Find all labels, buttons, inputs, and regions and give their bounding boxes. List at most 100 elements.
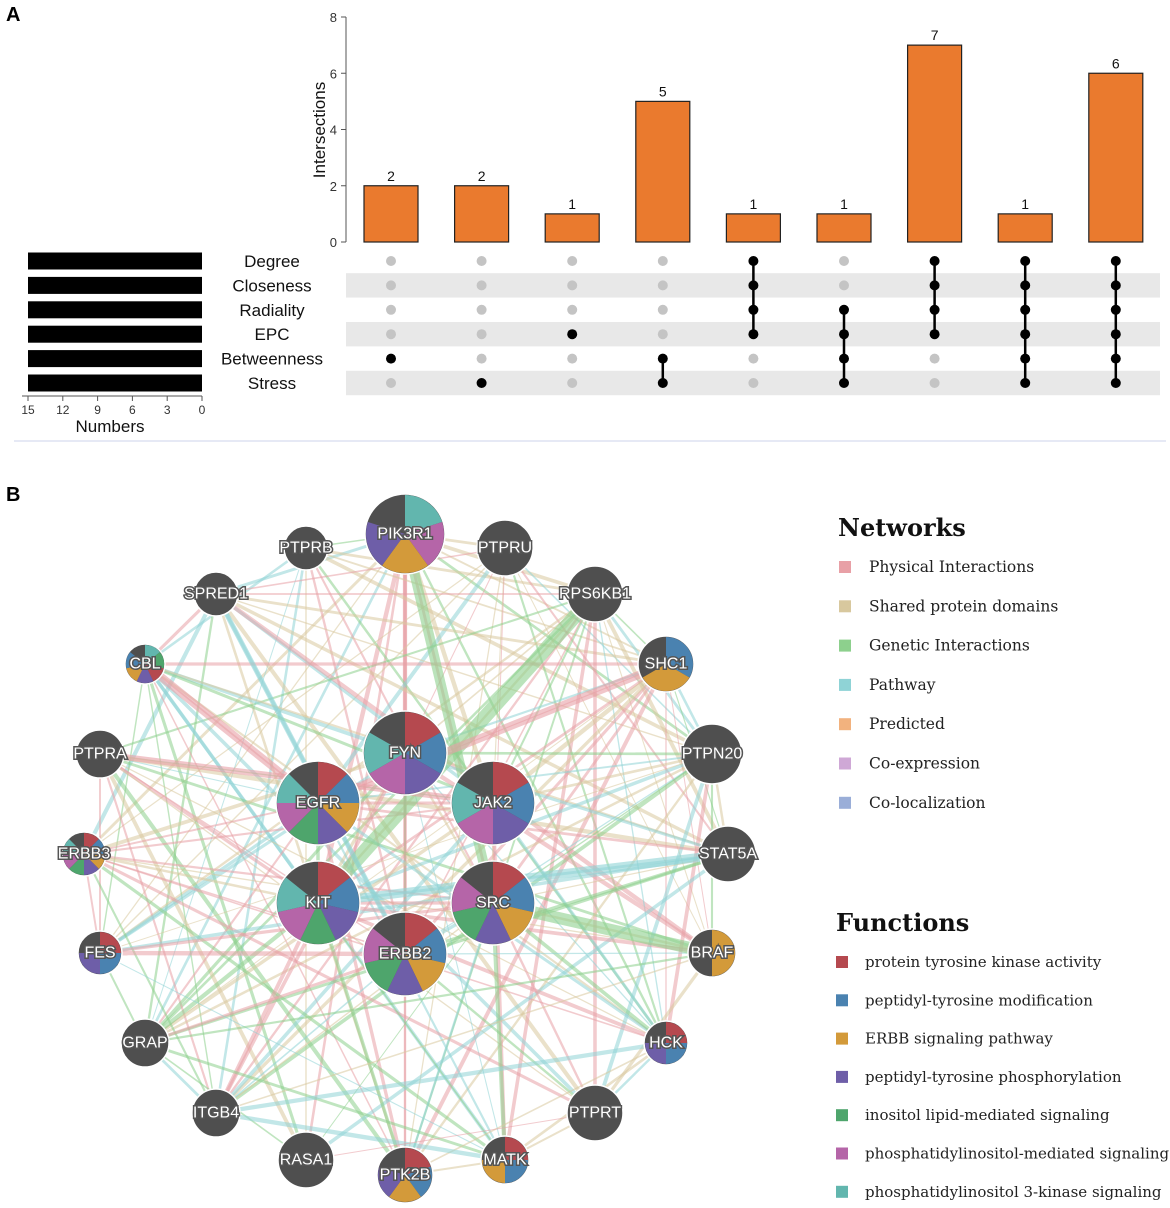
y-tick-label: 8 (330, 10, 337, 25)
matrix-dot-inactive (386, 329, 396, 340)
matrix-dot-active (1110, 378, 1121, 388)
gene-node: PTPRU (476, 519, 534, 577)
gene-label: PIK3R1 (377, 526, 432, 543)
function-slice (666, 637, 693, 678)
function-slice (405, 1148, 431, 1175)
panel-b-label: B (6, 484, 21, 506)
bar-value-label: 2 (387, 168, 395, 184)
matrix-dot-inactive (386, 256, 396, 266)
gene-label: HCK (649, 1035, 683, 1052)
function-slice (387, 954, 423, 995)
function-slice (318, 877, 359, 913)
gene-node-circle (75, 729, 125, 779)
gene-node: FYN (362, 710, 448, 796)
function-swatch (836, 1185, 848, 1198)
gene-label: GRAP (122, 1035, 167, 1052)
network-edge (403, 662, 668, 956)
matrix-dot-inactive (748, 353, 759, 364)
matrix-dot-inactive (476, 256, 487, 266)
matrix-dot-inactive (476, 304, 487, 315)
function-slice (405, 712, 441, 753)
function-legend-label: inositol lipid-mediated signaling (865, 1106, 1110, 1124)
function-slice (493, 862, 526, 903)
function-slice (136, 664, 154, 683)
function-slice (405, 495, 443, 534)
network-legend-label: Shared protein domains (869, 597, 1058, 615)
set-size-bar (28, 301, 202, 319)
networks-legend-title: Networks (838, 513, 966, 542)
gene-node-circle (120, 1018, 170, 1068)
network-edge (82, 593, 218, 855)
function-slice (100, 953, 121, 974)
gene-label: RPS6KB1 (559, 586, 631, 603)
gene-node: ITGB4 (191, 1088, 241, 1138)
set-name-label: Stress (248, 374, 296, 393)
set-size-tick-label: 3 (164, 403, 171, 417)
gene-label: ERBB3 (58, 846, 111, 863)
matrix-dot-inactive (657, 304, 668, 315)
gene-label: FES (84, 945, 115, 962)
network-edge (144, 1041, 506, 1162)
panel-a-label: A (6, 4, 21, 26)
function-slice (457, 803, 493, 844)
gene-label: SHC1 (645, 656, 688, 673)
function-slice (84, 833, 99, 854)
network-edge (99, 950, 406, 957)
set-size-tick-label: 9 (94, 403, 101, 417)
bar-value-label: 6 (1112, 55, 1120, 71)
matrix-dot-active (1020, 329, 1031, 340)
set-size-bar (28, 374, 202, 392)
function-legend-label: peptidyl-tyrosine modification (865, 991, 1093, 1009)
bar-value-label: 1 (1021, 196, 1029, 212)
function-slice (645, 1043, 666, 1064)
network-edge (403, 902, 495, 1176)
function-slice (318, 903, 358, 940)
function-slice (318, 803, 347, 844)
y-tick-label: 6 (330, 66, 337, 81)
matrix-dot-active (839, 378, 849, 388)
function-slice (642, 664, 690, 691)
function-slice (482, 1160, 505, 1183)
matrix-dot-active (929, 256, 940, 266)
gene-label: BRAF (691, 945, 734, 962)
matrix-dot-active (1110, 280, 1121, 291)
bar-value-label: 2 (478, 168, 486, 184)
gene-node: SRC (450, 860, 536, 946)
network-edge (83, 853, 217, 1114)
matrix-dot-inactive (386, 304, 396, 315)
matrix-dot-inactive (929, 353, 940, 364)
y-tick-label: 2 (330, 179, 337, 194)
network-edge (215, 592, 667, 666)
gene-label: ERBB2 (379, 946, 432, 963)
function-slice (145, 664, 164, 682)
set-size-tick-label: 15 (21, 403, 35, 417)
matrix-dot-active (1110, 353, 1121, 364)
function-slice (493, 877, 534, 913)
gene-node-circle (283, 525, 329, 571)
network-edge (404, 752, 667, 1044)
network-edge (83, 751, 406, 856)
function-slice (289, 803, 318, 844)
function-slice (666, 1043, 687, 1064)
matrix-dot-active (1110, 329, 1121, 340)
function-slice (84, 854, 99, 875)
function-slice (318, 803, 359, 832)
matrix-dot-active (748, 256, 759, 266)
bar-value-label: 1 (568, 196, 576, 212)
gene-label: SPRED1 (184, 586, 248, 603)
gene-node: BRAF (687, 928, 737, 978)
function-slice (405, 732, 446, 774)
matrix-dot-active (657, 353, 668, 364)
network-edge (143, 533, 407, 1044)
network-edge (99, 663, 146, 954)
gene-label: JAK2 (474, 795, 512, 812)
function-swatch (836, 956, 848, 968)
matrix-dot-active (1020, 256, 1031, 266)
set-name-label: Radiality (239, 301, 305, 320)
network-edge (215, 952, 713, 1114)
set-name-label: Closeness (232, 276, 311, 295)
network-edge (665, 663, 713, 954)
matrix-dot-inactive (567, 304, 578, 315)
